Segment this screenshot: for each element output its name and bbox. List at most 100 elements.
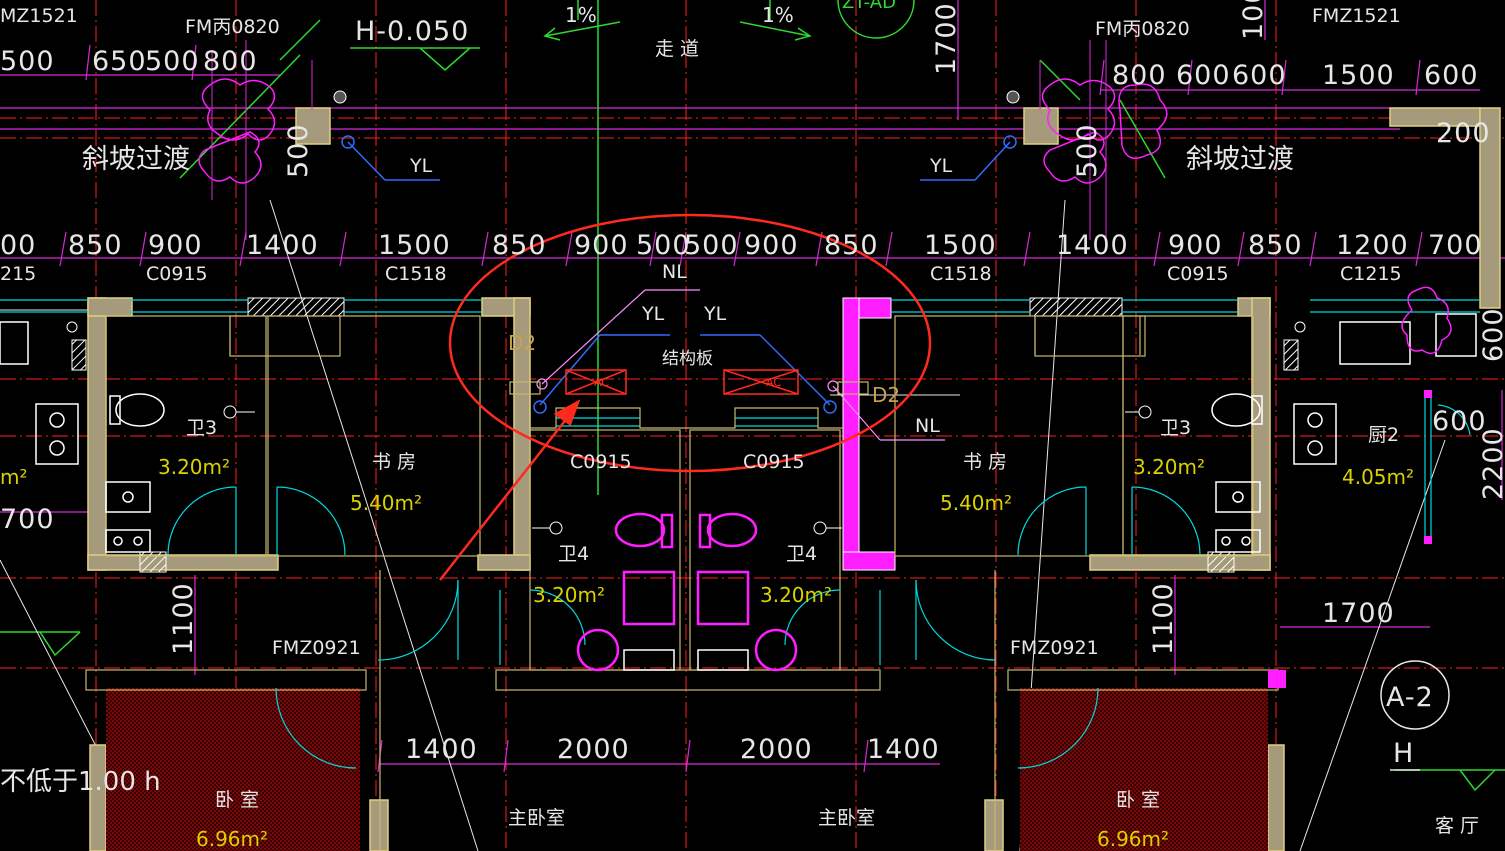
room-name: 卫3 [1160,417,1191,439]
dimension-text: 900 [744,230,799,261]
room-name: 厨2 [1368,424,1399,446]
dimension-text: 100 [1238,0,1269,40]
ac-label: AC [594,376,609,389]
dimension-text: 1400 [1056,230,1129,261]
dimension-text: 2000 [740,734,813,765]
dimension-text: 850 [1248,230,1303,261]
corridor-label: 走 道 [655,38,699,60]
door-tag: FMZ1521 [1312,5,1401,27]
dimension-text: 850 [824,230,879,261]
dimension-text: 650 [92,46,147,77]
room-area: 3.20m² [760,583,832,607]
ac-units [565,369,799,395]
dimension-text: 700 [0,504,55,535]
dimension-text: 900 [148,230,203,261]
ramp-label: 斜坡过渡 [1186,144,1294,175]
axis-bubble [837,0,1450,771]
dimension-text: 800 [1112,60,1167,91]
ramp-label: 斜坡过渡 [82,144,190,175]
pipe-label: YL [929,155,953,177]
window-tag: C0915 [1167,263,1229,285]
dimension-text: 1100 [1148,582,1179,655]
dimension-text: 600 [1432,406,1487,437]
room-area: 3.20m² [1133,455,1205,479]
room-name: 书 房 [963,451,1007,473]
dimension-text: 1100 [168,582,199,655]
dimension-text: 500 [283,123,314,178]
room-name: 书 房 [372,451,416,473]
room-area: 6.96m² [1097,827,1169,851]
axis-letter: H [1393,738,1414,769]
ramp-lines [211,40,1107,240]
dimension-text: 2200 [1478,427,1505,500]
structure-slab-label: 结构板 [662,349,713,369]
room-area: 5.40m² [940,491,1012,515]
dimension-text: 900 [574,230,629,261]
elevation-label: H-0.050 [355,16,469,47]
drain-label: D2 [508,331,536,355]
pipes-nl [536,289,945,441]
window-tag: C1518 [385,263,447,285]
door-tag: FM丙0820 [185,16,280,38]
room-name: 卧 室 [215,789,259,811]
room-area: 5.40m² [350,491,422,515]
room-area: 6.96m² [196,827,268,851]
walls [87,107,1501,851]
dimension-text: 1500 [924,230,997,261]
annotation-markup [439,213,932,581]
window-tag: C1215 [1340,263,1402,285]
dimension-text: 600 [1424,60,1479,91]
dimension-text: 850 [68,230,123,261]
room-name: 主卧室 [818,807,875,829]
ramp-clouds [198,78,1452,355]
dimension-text: 500 [145,46,200,77]
dimension-text: 1400 [246,230,319,261]
room-name: 卫4 [786,543,817,565]
door-swings [167,404,1471,769]
room-outlines [85,315,1279,851]
pipe-label: YL [409,155,433,177]
axis-partial: ZT-AD [842,0,896,13]
room-name: 客 厅 [1435,815,1479,837]
dimension-text: 600 [1176,60,1231,91]
slope-label: 1% [565,3,597,27]
dimension-text: 200 [1436,118,1491,149]
bedroom-floor-hatch [106,688,1268,851]
drain-label: D2 [872,383,900,407]
highlighted-wall [842,297,896,571]
hatched-columns [71,297,1299,573]
dimension-text: 500 [636,230,691,261]
dimension-text: 1400 [405,734,478,765]
dimension-text: 1500 [1322,60,1395,91]
window-tag: C0915 [570,451,632,473]
pipe-label: YL [703,303,727,325]
dimension-lines [0,0,1505,773]
window-tag: C0915 [146,263,208,285]
dimension-text: 800 [203,46,258,77]
dimension-text: 1500 [378,230,451,261]
axis-tag: A-2 [1386,682,1434,713]
dimension-text: 1400 [867,734,940,765]
dimension-text: 00 [0,230,36,261]
door-tag: FM丙0820 [1095,18,1190,40]
dimension-text: 900 [1168,230,1223,261]
fire-rating-note: 不低于1.00 h [0,767,161,797]
room-name: 卧 室 [1116,789,1160,811]
dimension-text: 500 [684,230,739,261]
window-tag: 215 [0,263,36,285]
dimension-text: 1200 [1336,230,1409,261]
dimension-text: 600 [1232,60,1287,91]
door-tag: FMZ0921 [272,637,361,659]
room-name: 卫3 [186,417,217,439]
pipe-label: YL [641,303,665,325]
room-area: 4.05m² [1342,465,1414,489]
room-name: 主卧室 [508,807,565,829]
dimension-text: 600 [1478,307,1505,362]
window-tag: C0915 [743,451,805,473]
slab-outline [509,381,869,429]
dimension-text: 1700 [931,2,962,75]
room-area: m² [0,465,28,489]
dimension-text: 2000 [557,734,630,765]
room-area: 3.20m² [158,455,230,479]
